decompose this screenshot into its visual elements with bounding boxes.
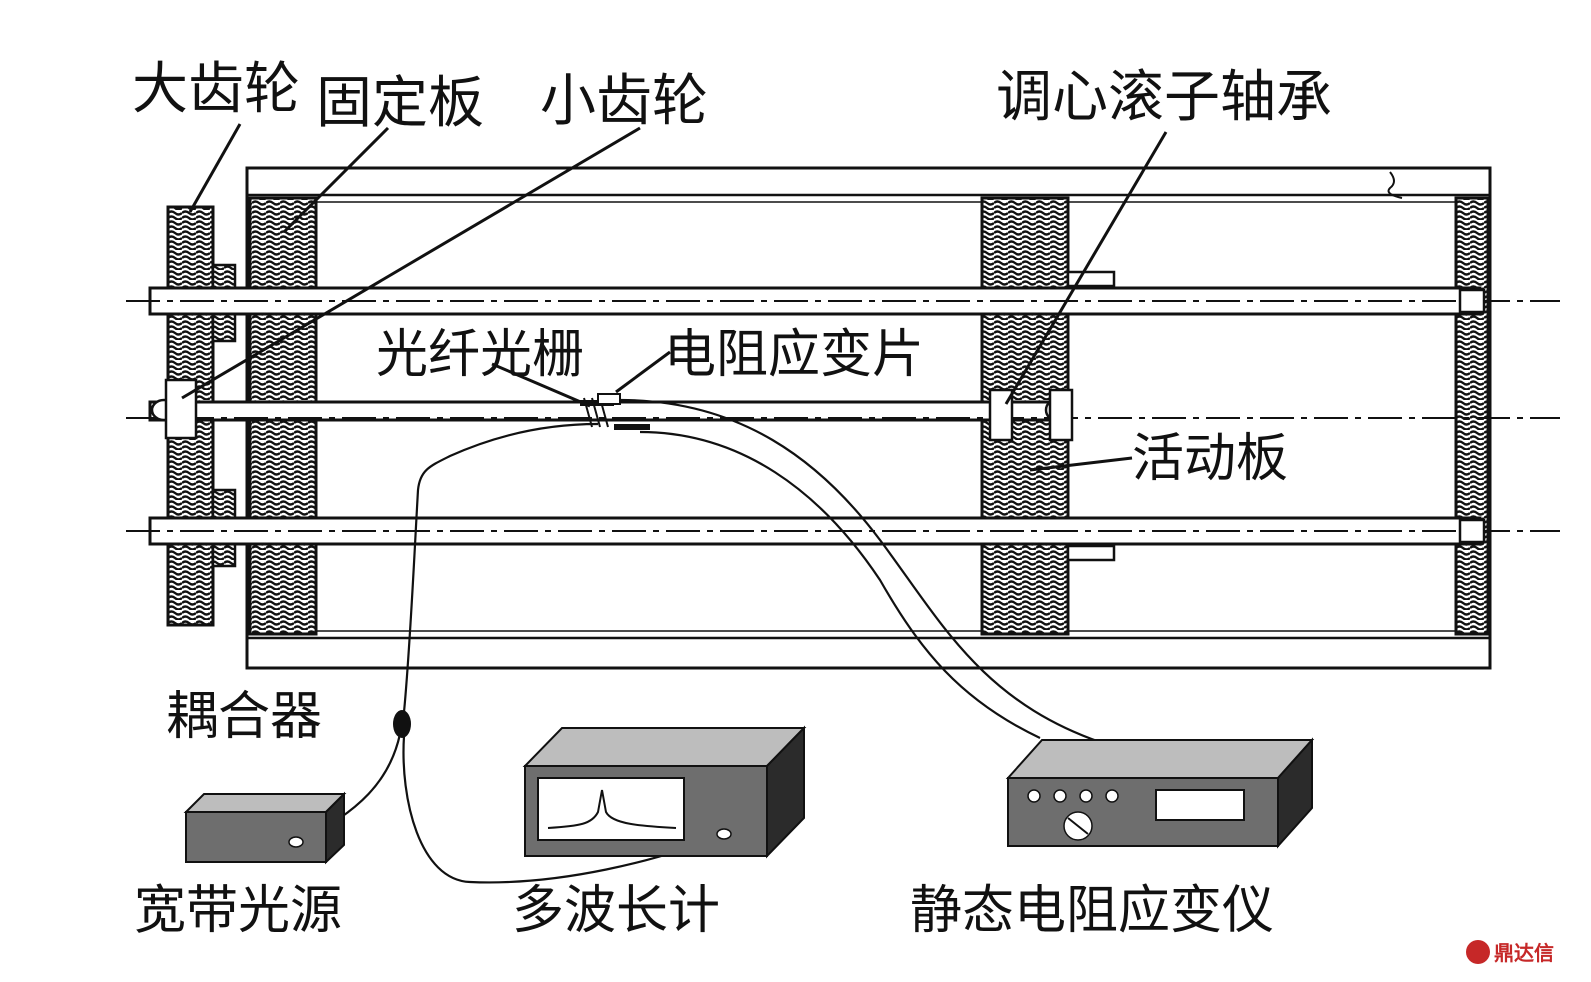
broadband-source-device [183,791,347,865]
bearing [988,388,1074,442]
small-gear [164,378,198,440]
label-strain-meter: 静态电阻应变仪 [910,881,1274,941]
upper-guide-rod [126,286,1560,316]
label-movable-plate: 活动板 [1132,429,1288,489]
watermark-text: 鼎达信 [1494,941,1554,965]
center-shaft [126,397,1560,423]
lower-guide-rod [126,516,1560,546]
watermark: 鼎达信 [1466,940,1554,965]
label-broadband-source: 宽带光源 [134,881,342,941]
label-small-gear: 小齿轮 [540,69,708,134]
leader-lines [181,123,1168,472]
coupler [393,710,411,738]
label-big-gear: 大齿轮 [132,57,300,122]
strain-meter-device [1005,737,1315,849]
label-fbg: 光纤光栅 [376,325,584,385]
label-wavelength-meter: 多波长计 [512,881,720,941]
label-coupler: 耦合器 [166,687,322,747]
label-fixed-plate: 固定板 [316,71,484,136]
end-plate [1454,196,1490,636]
label-strain-gauge: 电阻应变片 [664,325,924,385]
label-bearing: 调心滚子轴承 [996,65,1332,130]
wavelength-meter-device [522,725,807,859]
